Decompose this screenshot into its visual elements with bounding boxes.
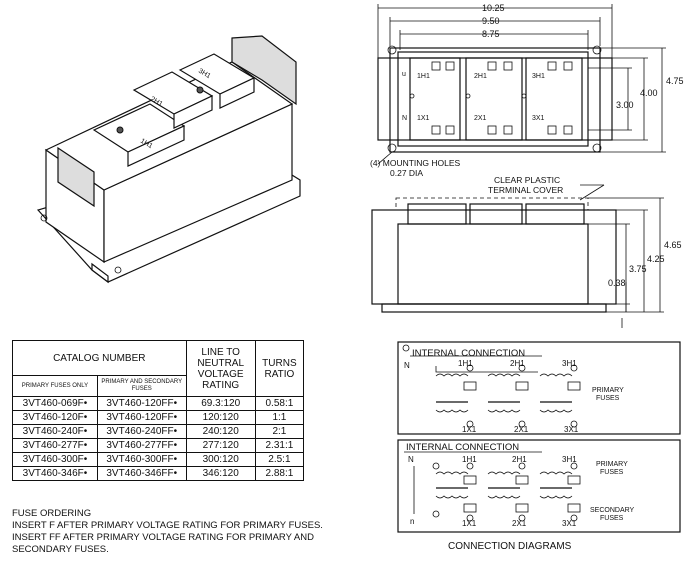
cell-secondary: 3VT460-120FF•	[96, 396, 187, 411]
dim-10-25: 10.25	[482, 3, 505, 13]
transformer-windings-2	[435, 471, 573, 499]
cover-label-2: TERMINAL COVER	[488, 185, 563, 195]
diagram2-primary-fuses: FUSES	[600, 469, 624, 476]
dim-9-50: 9.50	[482, 16, 500, 26]
cell-ratio: 1:1	[254, 410, 305, 425]
dim-4-00: 4.00	[640, 88, 658, 98]
header-primary-fuses-only: PRIMARY FUSES ONLY	[12, 375, 98, 397]
table-row: 3VT460-300F• 3VT460-300FF• 300:120 2.5:1	[12, 452, 305, 467]
table-row: 3VT460-277F• 3VT460-277FF• 277:120 2.31:…	[12, 438, 305, 453]
terminal-screws	[409, 61, 573, 135]
catalog-table: CATALOG NUMBER LINE TO NEUTRAL VOLTAGE R…	[12, 340, 305, 481]
diagram2-secondary-fuses: FUSES	[600, 515, 624, 522]
diagram1-3x1: 3X1	[564, 425, 579, 434]
cell-primary: 3VT460-120F•	[12, 410, 98, 425]
isometric-view: 1H1 2H1 3H1	[36, 35, 301, 284]
notes-title: FUSE ORDERING	[12, 508, 92, 519]
diagram1-2h1: 2H1	[510, 359, 525, 368]
diagram1-fuses: FUSES	[596, 395, 620, 402]
notes-line-2: INSERT FF AFTER PRIMARY VOLTAGE RATING F…	[12, 532, 314, 543]
cell-voltage: 69.3:120	[185, 396, 256, 411]
top-fuse-1x1: 1X1	[417, 115, 430, 122]
header-turns-ratio: TURNS RATIO	[254, 340, 305, 397]
cell-voltage: 277:120	[185, 438, 256, 453]
cell-ratio: 2.88:1	[254, 466, 305, 481]
notes-line-3: SECONDARY FUSES.	[12, 544, 109, 555]
cell-ratio: 2.5:1	[254, 452, 305, 467]
diagram1-3h1: 3H1	[562, 359, 577, 368]
cell-voltage: 240:120	[185, 424, 256, 439]
diagram2-title: INTERNAL CONNECTION	[406, 442, 519, 453]
dim-0-38: 0.38	[608, 278, 626, 288]
table-row: 3VT460-120F• 3VT460-120FF• 120:120 1:1	[12, 410, 305, 425]
side-label-n: N	[402, 115, 407, 122]
diagram2-2h1: 2H1	[512, 455, 527, 464]
cell-ratio: 2:1	[254, 424, 305, 439]
table-row: 3VT460-346F• 3VT460-346FF• 346:120 2.88:…	[12, 466, 305, 481]
cell-primary: 3VT460-300F•	[12, 452, 98, 467]
terminal-block-3: 3H1	[178, 53, 256, 109]
cell-voltage: 120:120	[185, 410, 256, 425]
top-fuse-2h1: 2H1	[474, 73, 487, 80]
cover-label-1: CLEAR PLASTIC	[494, 175, 560, 185]
cell-secondary: 3VT460-346FF•	[96, 466, 187, 481]
cell-primary: 3VT460-346F•	[12, 466, 98, 481]
diagram1-1x1: 1X1	[462, 425, 477, 434]
header-voltage-rating: LINE TO NEUTRAL VOLTAGE RATING	[185, 340, 256, 397]
connection-diagrams-caption: CONNECTION DIAGRAMS	[448, 541, 572, 552]
catalog-table-wrap: CATALOG NUMBER LINE TO NEUTRAL VOLTAGE R…	[12, 340, 305, 481]
terminal-block-1: 1H1	[92, 103, 186, 167]
cell-primary: 3VT460-240F•	[12, 424, 98, 439]
connection-diagram-1: INTERNAL CONNECTION N 1H1 2H1 3H1 1X1 2X…	[397, 341, 681, 435]
cell-ratio: 2.31:1	[254, 438, 305, 453]
fuse-ordering-notes: FUSE ORDERING INSERT F AFTER PRIMARY VOL…	[12, 508, 362, 556]
top-fuse-3x1: 3X1	[532, 115, 545, 122]
mounting-holes-dia: 0.27 DIA	[390, 168, 423, 178]
mounting-holes-label: (4) MOUNTING HOLES	[370, 158, 461, 168]
header-catalog-number: CATALOG NUMBER	[12, 340, 187, 376]
cell-secondary: 3VT460-240FF•	[96, 424, 187, 439]
diagram2-n: N	[408, 455, 414, 464]
diagram2-3x1: 3X1	[562, 519, 577, 528]
table-row: 3VT460-240F• 3VT460-240FF• 240:120 2:1	[12, 424, 305, 439]
dim-4-25: 4.25	[647, 254, 665, 264]
diagram2-2x1: 2X1	[512, 519, 527, 528]
diagram2-secondary: SECONDARY	[590, 507, 635, 514]
side-label-u: u	[402, 71, 406, 78]
cell-voltage: 346:120	[185, 466, 256, 481]
diagram2-n-small: n	[410, 517, 414, 526]
top-fuse-1h1: 1H1	[417, 73, 430, 80]
dim-4-65: 4.65	[664, 240, 682, 250]
dim-3-00: 3.00	[616, 100, 634, 110]
top-fuse-2x1: 2X1	[474, 115, 487, 122]
diagram2-primary: PRIMARY	[596, 461, 628, 468]
cell-secondary: 3VT460-300FF•	[96, 452, 187, 467]
diagram1-primary: PRIMARY	[592, 387, 624, 394]
cell-ratio: 0.58:1	[254, 396, 305, 411]
diagram1-title: INTERNAL CONNECTION	[412, 348, 525, 359]
diagram2-1h1: 1H1	[462, 455, 477, 464]
top-fuse-3h1: 3H1	[532, 73, 545, 80]
dim-3-75: 3.75	[629, 264, 647, 274]
cell-secondary: 3VT460-120FF•	[96, 410, 187, 425]
transformer-windings-1	[435, 373, 573, 413]
side-view: CLEAR PLASTIC TERMINAL COVER 4.65 4.25 3…	[371, 175, 682, 328]
diagram1-1h1: 1H1	[458, 359, 473, 368]
cell-secondary: 3VT460-277FF•	[96, 438, 187, 453]
top-view: 10.25 9.50 8.75 u N 1H1 2H1 3H1 1X1 2X1 …	[370, 3, 684, 178]
notes-line-1: INSERT F AFTER PRIMARY VOLTAGE RATING FO…	[12, 520, 323, 531]
dim-8-75: 8.75	[482, 29, 500, 39]
cell-primary: 3VT460-069F•	[12, 396, 98, 411]
diagram2-1x1: 1X1	[462, 519, 477, 528]
dim-4-75: 4.75	[666, 76, 684, 86]
connection-diagram-2: INTERNAL CONNECTION N n 1H1 2H1 3H1 1X1 …	[397, 439, 681, 533]
diagram2-3h1: 3H1	[562, 455, 577, 464]
cell-voltage: 300:120	[185, 452, 256, 467]
cell-primary: 3VT460-277F•	[12, 438, 98, 453]
table-row: 3VT460-069F• 3VT460-120FF• 69.3:120 0.58…	[12, 396, 305, 411]
diagram1-2x1: 2X1	[514, 425, 529, 434]
header-primary-secondary-fuses: PRIMARY AND SECONDARY FUSES	[96, 375, 187, 397]
diagram1-n: N	[404, 361, 410, 370]
